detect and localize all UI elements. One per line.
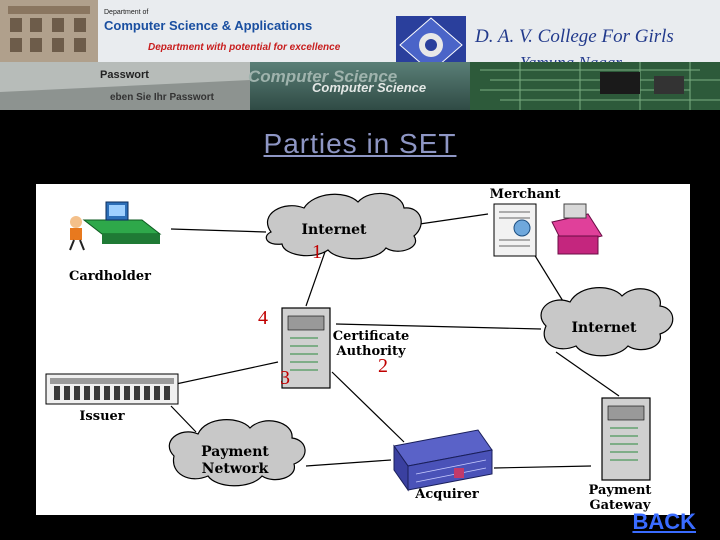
merchant-icon: [493, 203, 603, 257]
acquirer-bank-icon: [393, 429, 493, 492]
internet-label-right: Internet: [571, 320, 637, 336]
step-number-1: 1: [312, 241, 322, 263]
cardholder-icon: [69, 201, 162, 251]
bg-password-1: Passwort: [100, 69, 149, 81]
payment-network-label-1: Payment: [201, 444, 269, 460]
ca-label-2: Authority: [335, 344, 405, 359]
college-name: D. A. V. College For Girls: [474, 26, 674, 47]
dept-line2: Computer Science & Applications: [104, 18, 312, 33]
cardholder-label: Cardholder: [69, 269, 151, 284]
payment-gateway-server-icon: [601, 397, 651, 481]
header-banner: Department of Computer Science & Applica…: [0, 0, 720, 110]
dept-tagline: Department with potential for excellence: [148, 42, 341, 53]
ca-label-1: Certificate: [333, 329, 409, 344]
banner-photo-band: Passwort eben Sie Ihr Passwort Computer …: [0, 62, 720, 110]
internet-label-top: Internet: [301, 222, 367, 238]
step-number-2: 2: [378, 355, 388, 377]
page-title[interactable]: Parties in SET: [263, 128, 457, 159]
issuer-label: Issuer: [79, 409, 124, 424]
bg-text-1: Computer Science: [248, 67, 397, 86]
dept-line1: Department of: [104, 9, 148, 16]
bg-password-2: eben Sie Ihr Passwort: [110, 92, 215, 103]
gateway-label-2: Gateway: [590, 498, 651, 513]
college-building-photo: [0, 0, 98, 62]
step-number-4: 4: [258, 307, 268, 329]
internet-cloud-top: Internet: [265, 192, 422, 260]
merchant-label: Merchant: [490, 187, 561, 202]
page-title-wrap: Parties in SET: [0, 128, 720, 160]
payment-network-label-2: Network: [202, 461, 269, 477]
step-number-3: 3: [280, 367, 290, 389]
acquirer-label: Acquirer: [414, 487, 479, 502]
bg-text-2: Computer Science: [312, 80, 426, 95]
diagram-svg: Internet Internet Payment Network Cardho…: [45, 187, 674, 513]
gateway-label-1: Payment: [589, 483, 652, 498]
certificate-authority-server-icon: [281, 307, 331, 389]
issuer-bank-icon: [45, 373, 179, 405]
set-parties-diagram: Internet Internet Payment Network Cardho…: [36, 184, 690, 515]
internet-cloud-right: Internet: [540, 287, 674, 357]
banner-graphic: Department of Computer Science & Applica…: [0, 0, 720, 110]
payment-network-cloud: Payment Network: [168, 419, 306, 487]
back-link[interactable]: BACK: [632, 509, 696, 534]
